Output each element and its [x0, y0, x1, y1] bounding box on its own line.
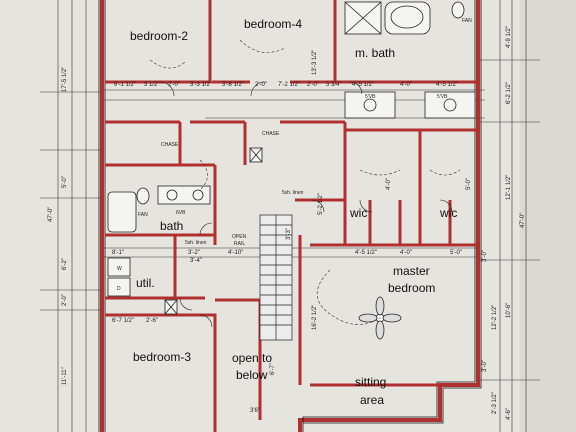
right-dimension-lines	[478, 0, 540, 432]
dim-extra-0: 13'-3 1/2"	[312, 50, 318, 75]
dim-bottom-0: 3'6"	[250, 408, 260, 414]
dim-stair-0: 4'-10"	[228, 250, 243, 256]
dim-top-5: 2'-0"	[255, 82, 267, 88]
dim-top-6: 7'-2 1/2"	[278, 82, 300, 88]
dim-mbath-1: 4'-0"	[400, 82, 412, 88]
dim-stair-1: 3'-2"	[188, 250, 200, 256]
room-sitting-line1: sitting	[355, 375, 386, 389]
dim-extra-6: 6'-7"	[270, 363, 276, 375]
dim-left-5: 11'-11"	[62, 367, 68, 385]
left-dimension-lines	[40, 0, 100, 432]
dim-right-1: 6'-2 1/2"	[506, 82, 512, 104]
dim-mbath-2: 4'-5 1/2"	[436, 82, 458, 88]
paper-shade	[520, 0, 576, 432]
dim-left-2: 5'-0"	[62, 176, 68, 188]
dim-top-0: 6'-1 1/2"	[114, 82, 136, 88]
dim-right-3: 47'-0"	[520, 213, 526, 228]
dim-top-3: 3'-3 1/2"	[190, 82, 212, 88]
dim-top-4: 3'-8 1/2"	[222, 82, 244, 88]
dim-left-0: 17'-5 1/2"	[62, 67, 68, 92]
dim-top-7: 2'-0"	[307, 82, 319, 88]
room-master-line2: bedroom	[388, 281, 435, 295]
dim-right-9: 4'-6"	[506, 408, 512, 420]
label-fan-1: FAN	[138, 212, 148, 218]
dim-right-2: 12'-1 1/2"	[506, 175, 512, 200]
dim-util-1: 3'-4"	[190, 258, 202, 264]
label-linen-1: 5sh. linen	[185, 240, 207, 246]
dim-extra-2: 3'-3"	[286, 228, 292, 240]
door-swings	[159, 81, 453, 328]
dim-extra-4: 5'-0"	[466, 178, 472, 190]
room-wic-left: wic	[349, 206, 367, 220]
dim-left-3: 6'-2"	[62, 258, 68, 270]
label-washer: W	[117, 266, 122, 272]
interior-walls	[105, 0, 478, 432]
dim-extra-1: 5'-2 1/2"	[318, 193, 324, 215]
dim-right-5: 10'-6"	[506, 303, 512, 318]
staircase	[259, 214, 293, 341]
dim-mid-2: 5'-0"	[450, 250, 462, 256]
dim-mid-1: 4'-0"	[400, 250, 412, 256]
dim-bed3-0: 6'-7 1/2"	[112, 318, 134, 324]
exterior-walls	[100, 0, 480, 432]
room-bath: bath	[160, 219, 183, 233]
label-chase-1: CHASE	[161, 142, 179, 148]
room-bedroom-3: bedroom-3	[133, 350, 191, 364]
dim-util-0: 8'-1"	[112, 250, 124, 256]
dim-left-4: 2'-0"	[62, 294, 68, 306]
label-fan-2: FAN	[462, 18, 472, 24]
label-vb-1: 6VB	[176, 210, 186, 216]
dryer	[107, 277, 131, 297]
room-master-line1: master	[393, 264, 430, 278]
dim-right-7: 3'-0"	[482, 360, 488, 372]
dim-top-2: 2'-0"	[168, 82, 180, 88]
label-chase-2: CHASE	[262, 131, 280, 137]
exterior-wall-edges	[98, 0, 482, 432]
master-toilet	[451, 1, 465, 19]
label-open-rail-1: OPEN	[232, 234, 247, 240]
electrical-runs	[149, 39, 461, 325]
label-dryer: D	[117, 286, 121, 292]
label-vb-3: 5'VB	[437, 94, 448, 100]
room-bedroom-2: bedroom-2	[130, 29, 188, 43]
label-linen-2: 5sh. linen	[282, 190, 304, 196]
dim-right-0: 4'-9 1/2"	[506, 26, 512, 48]
room-open-to-line1: open to	[232, 351, 272, 365]
ceiling-fan-icon	[358, 296, 402, 340]
tub	[107, 191, 137, 233]
room-bedroom-4: bedroom-4	[244, 17, 302, 31]
room-util: util.	[136, 276, 155, 290]
fixtures	[107, 1, 476, 315]
dim-mid-0: 4'-5 1/2"	[355, 250, 377, 256]
dim-right-8: 2'-3 1/2"	[492, 392, 498, 414]
label-vb-2: 5'VB	[365, 94, 376, 100]
room-open-to-line2: below	[236, 368, 268, 382]
dim-top-8: 5 3/4"	[326, 82, 341, 88]
dim-extra-3: 4'-0"	[386, 178, 392, 190]
label-open-rail-2: RAIL	[234, 241, 245, 247]
room-master-bath: m. bath	[355, 46, 395, 60]
dim-extra-5: 16'-2 1/2"	[312, 305, 318, 330]
room-wic-right: wic	[439, 206, 457, 220]
washer	[107, 257, 131, 277]
dim-top-1: 3 1/2"	[144, 82, 159, 88]
dim-right-4: 3'-0"	[482, 250, 488, 262]
room-sitting-line2: area	[360, 393, 384, 407]
dim-left-1: 47'-0"	[48, 207, 54, 222]
dim-right-6: 12'-2 1/2"	[492, 305, 498, 330]
toilet	[136, 187, 150, 205]
dim-bed3-1: 2'-6"	[146, 318, 158, 324]
dim-mbath-0: 4'-5 1/2"	[352, 82, 374, 88]
